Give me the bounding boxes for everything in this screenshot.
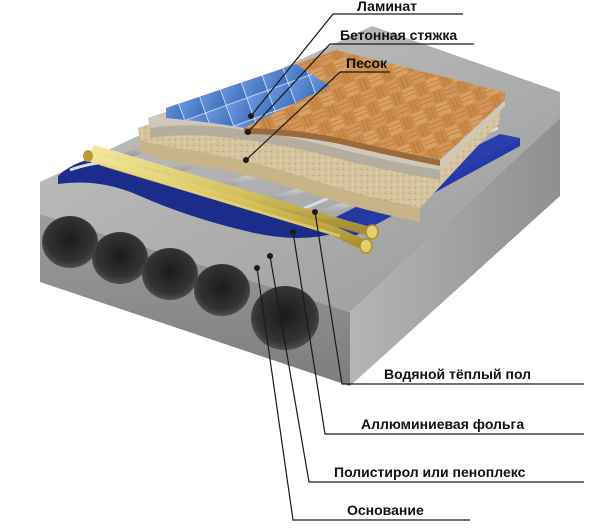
water-heating-pipes	[83, 145, 379, 254]
label-aluminum-foil: Аллюминиевая фольга	[361, 416, 524, 432]
laminate-surface	[244, 50, 505, 166]
label-polystyrene: Полистирол или пеноплекс	[334, 464, 526, 480]
hollow-core-openings	[42, 216, 319, 350]
tile-surface	[166, 64, 330, 128]
label-base: Основание	[347, 502, 424, 518]
label-concrete-screed: Бетонная стяжка	[340, 27, 457, 43]
label-laminate: Ламинат	[357, 0, 417, 14]
label-sand: Песок	[346, 55, 388, 71]
label-water-heated-floor: Водяной тёплый пол	[384, 366, 531, 382]
leader-lines	[243, 13, 584, 521]
